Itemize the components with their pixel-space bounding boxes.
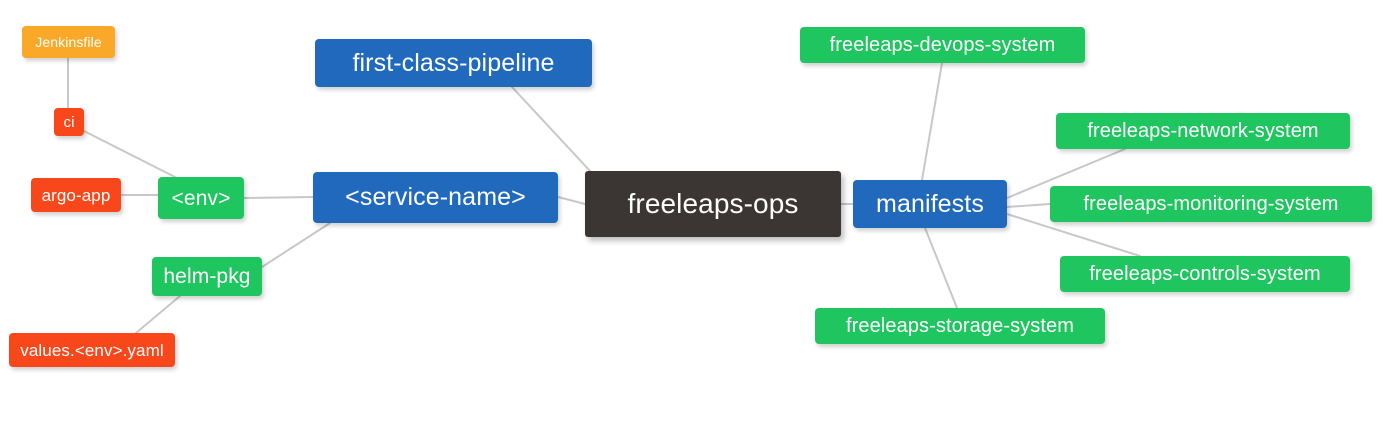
node-label: freeleaps-controls-system [1089,263,1321,285]
node-label: Jenkinsfile [35,34,102,50]
node-freeleaps-storage-system[interactable]: freeleaps-storage-system [815,308,1105,344]
node-label: values.<env>.yaml [20,340,164,360]
edge-manifests-to-freeleaps-monitoring-system [1006,203,1051,208]
edge-helm-pkg-to-values-yaml [135,295,181,334]
node-freeleaps-network-system[interactable]: freeleaps-network-system [1056,113,1350,149]
node-freeleaps-devops-system[interactable]: freeleaps-devops-system [800,27,1085,63]
edge-env-to-ci [83,130,176,178]
node-freeleaps-controls-system[interactable]: freeleaps-controls-system [1060,256,1350,292]
node-label: freeleaps-ops [627,188,799,219]
node-label: ci [63,113,75,131]
node-service-name[interactable]: <service-name> [313,172,558,223]
node-label: freeleaps-network-system [1087,120,1319,142]
node-label: <service-name> [345,183,526,211]
node-label: <env> [171,186,231,210]
node-env[interactable]: <env> [158,177,244,219]
node-label: freeleaps-devops-system [829,34,1056,56]
node-label: freeleaps-storage-system [845,315,1075,337]
node-first-class-pipeline[interactable]: first-class-pipeline [315,39,592,87]
node-label: helm-pkg [163,265,251,288]
node-freeleaps-ops[interactable]: freeleaps-ops [585,171,841,237]
node-freeleaps-monitoring-system[interactable]: freeleaps-monitoring-system [1050,186,1372,222]
edge-service-name-to-helm-pkg [261,222,331,268]
node-helm-pkg[interactable]: helm-pkg [152,257,262,296]
edge-service-name-to-env [243,196,314,199]
edge-freeleaps-ops-to-service-name [557,196,586,205]
edge-manifests-to-freeleaps-devops-system [921,62,943,181]
node-label: argo-app [41,185,111,205]
node-label: freeleaps-monitoring-system [1083,193,1339,215]
edge-manifests-to-freeleaps-storage-system [924,227,958,309]
node-manifests[interactable]: manifests [853,180,1007,228]
node-ci[interactable]: ci [54,108,84,136]
node-label: first-class-pipeline [352,48,555,77]
node-jenkinsfile[interactable]: Jenkinsfile [22,26,115,58]
node-values-yaml[interactable]: values.<env>.yaml [9,333,175,367]
node-argo-app[interactable]: argo-app [31,178,121,212]
node-label: manifests [876,189,984,218]
